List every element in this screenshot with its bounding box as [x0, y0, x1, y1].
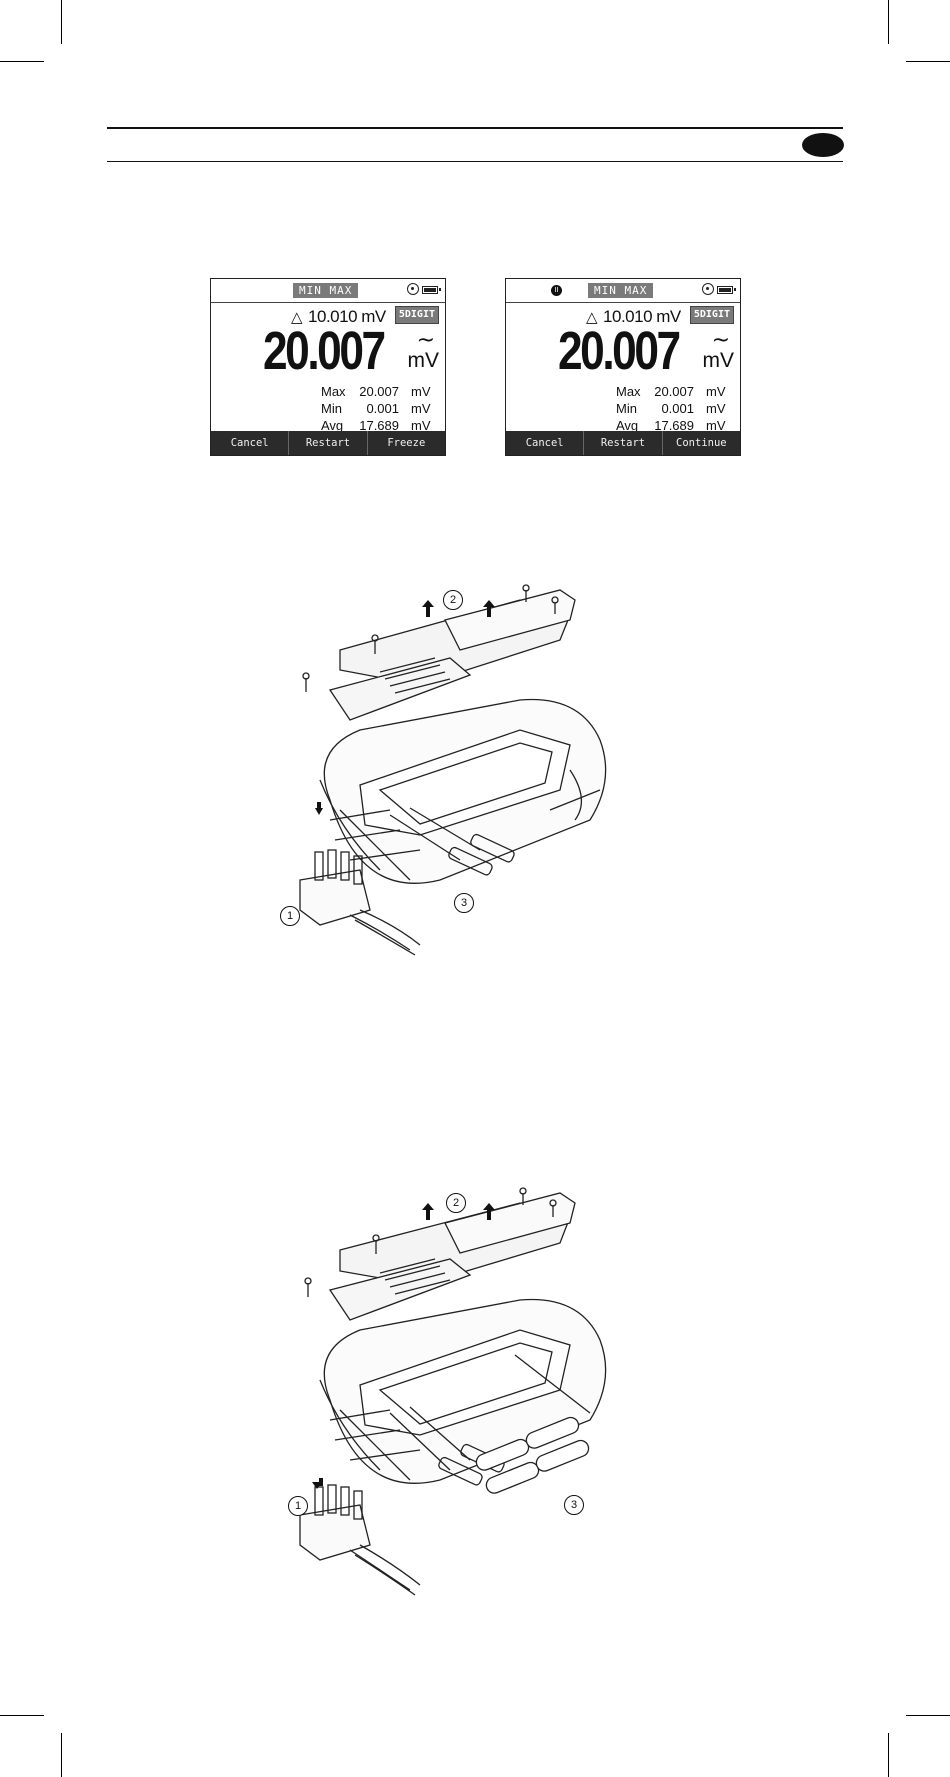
main-unit: mV — [408, 349, 440, 373]
stat-unit: mV — [411, 384, 431, 399]
ac-icon: ~ — [712, 331, 730, 351]
crop-mark — [61, 1733, 62, 1777]
stat-value: 0.001 — [366, 401, 399, 416]
crop-mark — [888, 0, 889, 44]
meter-battery-drawing — [270, 1185, 690, 1610]
freeze-softkey[interactable]: Freeze — [368, 431, 445, 455]
callout-3: 3 — [564, 1495, 584, 1515]
meter-screen-minmax-frozen: II MIN MAX △10.010 mV 5DIGIT 20.007 ~ mV… — [505, 278, 741, 456]
record-icon — [407, 283, 419, 295]
mode-badge: MIN MAX — [293, 283, 358, 298]
crop-mark — [906, 1715, 950, 1716]
callout-3: 3 — [454, 893, 474, 913]
stat-label: Max — [321, 384, 346, 399]
hold-icon: II — [551, 285, 562, 296]
digit-badge: 5DIGIT — [395, 306, 439, 324]
continue-softkey[interactable]: Continue — [663, 431, 740, 455]
callout-2: 2 — [446, 1193, 466, 1213]
fuse-replacement-illustration: 2 3 1 — [270, 580, 670, 1010]
main-reading: 20.007 — [263, 323, 384, 379]
cancel-softkey[interactable]: Cancel — [211, 431, 289, 455]
crop-mark — [888, 1733, 889, 1777]
crop-mark — [0, 61, 44, 62]
restart-softkey[interactable]: Restart — [289, 431, 367, 455]
crop-mark — [906, 61, 950, 62]
header-rule — [107, 161, 843, 162]
stat-value: 20.007 — [359, 384, 399, 399]
meter-exploded-drawing — [270, 580, 670, 1010]
status-bar: II MIN MAX — [506, 279, 740, 303]
stat-label: Min — [321, 401, 342, 416]
mode-badge: MIN MAX — [588, 283, 653, 298]
restart-softkey[interactable]: Restart — [584, 431, 662, 455]
stat-unit: mV — [411, 401, 431, 416]
stat-unit: mV — [706, 384, 726, 399]
softkey-bar: Cancel Restart Freeze — [211, 431, 445, 455]
callout-1: 1 — [288, 1496, 308, 1516]
meter-screen-minmax: MIN MAX △10.010 mV 5DIGIT 20.007 ~ mV Ma… — [210, 278, 446, 456]
crop-mark — [0, 1715, 44, 1716]
callout-1: 1 — [280, 906, 300, 926]
callout-2: 2 — [443, 590, 463, 610]
stat-value: 0.001 — [661, 401, 694, 416]
record-icon — [702, 283, 714, 295]
stat-label: Max — [616, 384, 641, 399]
stat-value: 20.007 — [654, 384, 694, 399]
battery-replacement-illustration: 2 3 1 — [270, 1185, 690, 1610]
stat-label: Min — [616, 401, 637, 416]
digit-badge: 5DIGIT — [690, 306, 734, 324]
battery-icon — [717, 286, 733, 294]
stat-unit: mV — [706, 401, 726, 416]
crop-mark — [61, 0, 62, 44]
page-marker — [802, 133, 844, 157]
ac-icon: ~ — [417, 331, 435, 351]
header-rule — [107, 127, 843, 129]
battery-icon — [422, 286, 438, 294]
main-reading: 20.007 — [558, 323, 679, 379]
main-unit: mV — [703, 349, 735, 373]
status-bar: MIN MAX — [211, 279, 445, 303]
cancel-softkey[interactable]: Cancel — [506, 431, 584, 455]
softkey-bar: Cancel Restart Continue — [506, 431, 740, 455]
